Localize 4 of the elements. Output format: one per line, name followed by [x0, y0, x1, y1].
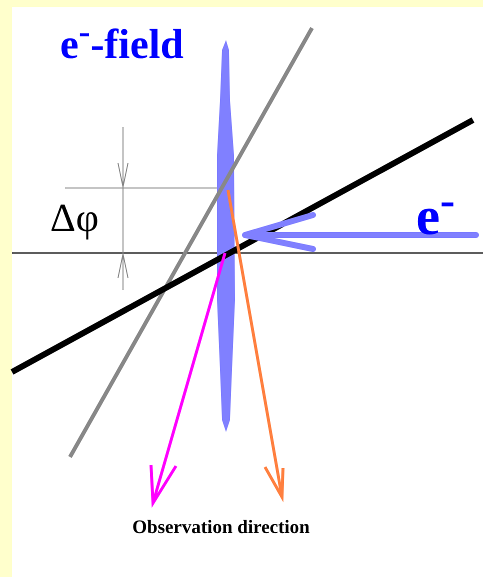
electron-label: e$^{-}$	[416, 178, 455, 243]
field-label: e$^{-}$-field	[60, 14, 184, 66]
angle-label: Δφ	[50, 198, 99, 238]
observation-label: Observation direction	[131, 516, 311, 540]
